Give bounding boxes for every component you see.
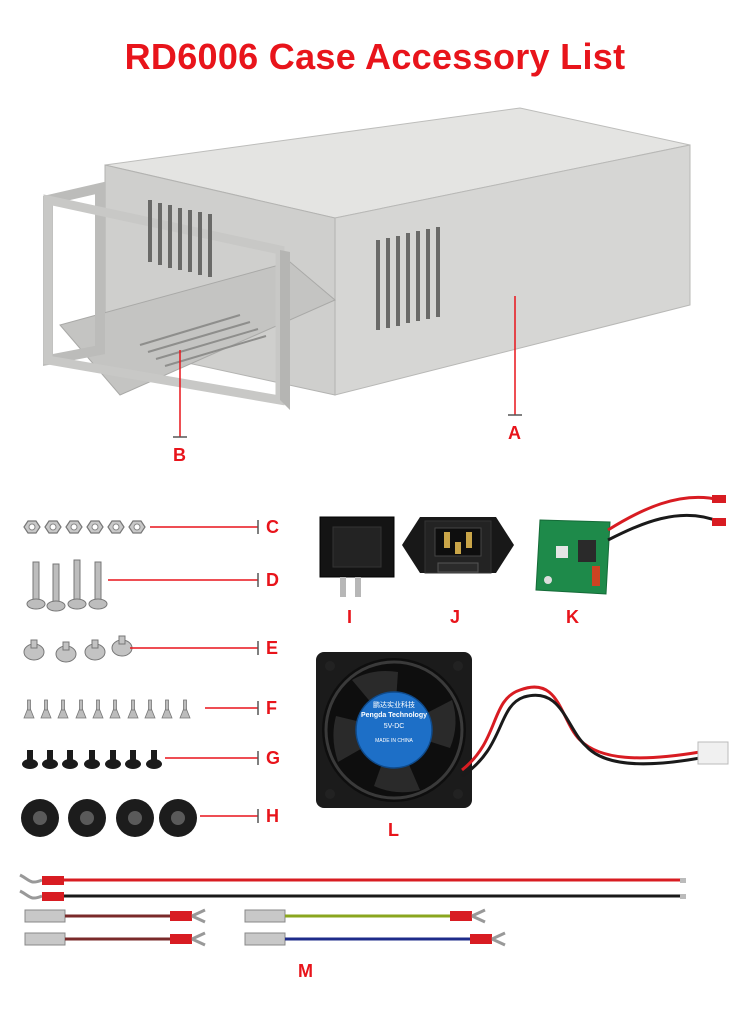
long-screws-image bbox=[26, 559, 259, 612]
pcb-module-image bbox=[535, 495, 726, 595]
fan-image bbox=[316, 652, 729, 808]
wires-image bbox=[19, 873, 686, 947]
power-inlet-image bbox=[402, 517, 514, 574]
label-c: C bbox=[266, 517, 279, 537]
label-m: M bbox=[298, 961, 313, 981]
fan-sticker: 鹏达实业科技 Pengda Technology 5V-DC MADE IN C… bbox=[356, 694, 432, 744]
label-a: A bbox=[508, 423, 521, 443]
label-i: I bbox=[347, 607, 353, 627]
case-vents-right bbox=[376, 227, 440, 330]
case-image bbox=[43, 107, 691, 438]
label-d: D bbox=[266, 570, 279, 590]
screws-e-image bbox=[23, 635, 259, 663]
fan-brand-cn: 鹏达实业科技 bbox=[373, 701, 415, 709]
black-screws-image bbox=[22, 750, 162, 769]
label-h: H bbox=[266, 806, 279, 826]
label-g: G bbox=[266, 748, 281, 768]
rubber-feet-image bbox=[21, 799, 197, 837]
page-title: RD6006 Case Accessory List bbox=[124, 36, 626, 77]
label-l: L bbox=[388, 820, 399, 840]
fan-origin: MADE IN CHINA bbox=[375, 738, 413, 744]
nuts-image bbox=[23, 520, 259, 534]
fan-brand: Pengda Technology bbox=[361, 712, 427, 719]
label-b: B bbox=[173, 445, 186, 465]
fan-voltage: 5V-DC bbox=[383, 723, 405, 730]
label-e: E bbox=[266, 638, 279, 658]
label-f: F bbox=[266, 698, 277, 718]
label-j: J bbox=[450, 607, 461, 627]
case-vents-left bbox=[148, 200, 212, 277]
label-k: K bbox=[566, 607, 579, 627]
rocker-switch-image bbox=[319, 516, 395, 597]
screws-f-image bbox=[23, 699, 191, 719]
